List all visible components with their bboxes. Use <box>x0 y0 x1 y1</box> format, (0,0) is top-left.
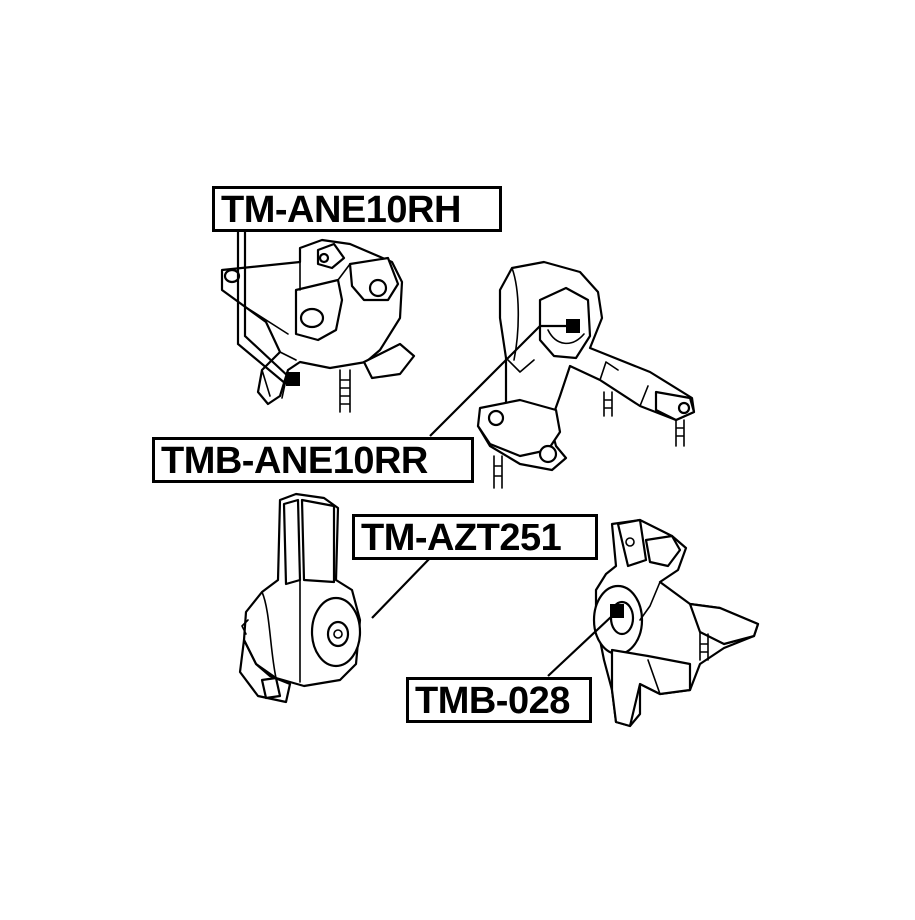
engine-mount-rh-drawing <box>220 238 416 413</box>
leader-line-tm-ane10rh <box>243 230 291 379</box>
label-tmb-ane10rr: TMB-ANE10RR <box>152 437 474 483</box>
engine-mount-rr-drawing <box>476 260 696 489</box>
leader-line-tm-ane10rh-2 <box>236 230 287 385</box>
leader-line-tmb-ane10rr <box>429 325 541 437</box>
pointer-marker-tmb-028 <box>610 604 624 618</box>
engine-mount-azt251-drawing <box>238 492 362 704</box>
leader-line-tmb-028 <box>547 615 613 677</box>
label-tmb-028: TMB-028 <box>406 677 592 723</box>
leader-lines <box>236 230 613 677</box>
label-tm-ane10rh: TM-ANE10RH <box>212 186 502 232</box>
pointer-marker-tm-ane10rh <box>286 372 300 386</box>
engine-mount-tmb028-drawing <box>592 518 760 728</box>
label-tm-azt251: TM-AZT251 <box>352 514 598 560</box>
pointer-marker-tmb-ane10rr <box>566 319 580 333</box>
leader-line-tm-azt251 <box>371 555 433 619</box>
